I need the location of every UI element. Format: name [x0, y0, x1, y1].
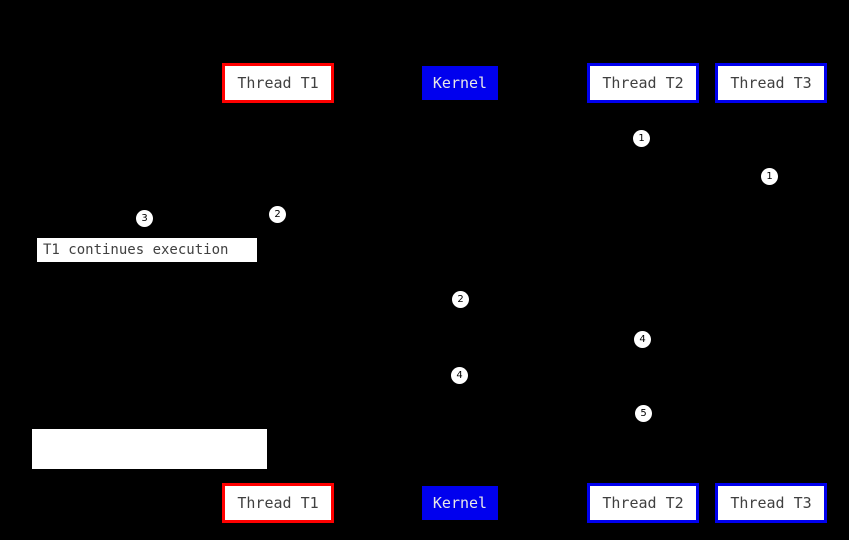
step-marker-3: 3 — [136, 210, 153, 227]
message-line-3 — [460, 359, 643, 360]
lifeline-thread-t1 — [277, 103, 279, 483]
step-marker-2: 1 — [761, 168, 778, 185]
step-number: 1 — [638, 132, 645, 144]
step-marker-1: 1 — [633, 130, 650, 147]
lifeline-thread-t3 — [769, 103, 771, 483]
lifeline-thread-t2 — [642, 103, 644, 483]
note-t1-continues-execution: T1 continues execution — [36, 237, 258, 263]
participant-footer-thread-t2[interactable]: Thread T2 — [587, 483, 699, 523]
message-line-1 — [278, 205, 460, 206]
participant-footer-label-thread-t1: Thread T1 — [237, 493, 319, 512]
step-marker-5: 2 — [452, 291, 469, 308]
message-line-2 — [460, 283, 643, 284]
participant-footer-kernel[interactable]: Kernel — [422, 486, 498, 520]
participant-footer-thread-t3[interactable]: Thread T3 — [715, 483, 827, 523]
participant-header-thread-t3[interactable]: Thread T3 — [715, 63, 827, 103]
participant-header-thread-t1[interactable]: Thread T1 — [222, 63, 334, 103]
participant-header-kernel[interactable]: Kernel — [422, 66, 498, 100]
participant-header-thread-t2[interactable]: Thread T2 — [587, 63, 699, 103]
step-number: 2 — [457, 293, 464, 305]
participant-footer-label-kernel: Kernel — [432, 493, 488, 512]
step-marker-7: 4 — [451, 367, 468, 384]
step-marker-6: 4 — [634, 331, 651, 348]
note-text-t1-continues: T1 continues execution — [43, 242, 229, 258]
step-number: 1 — [766, 170, 773, 182]
participant-label-thread-t2: Thread T2 — [602, 73, 684, 92]
participant-footer-thread-t1[interactable]: Thread T1 — [222, 483, 334, 523]
note-blank — [32, 429, 267, 469]
participant-footer-label-thread-t2: Thread T2 — [602, 493, 684, 512]
step-number: 3 — [141, 212, 148, 224]
participant-label-kernel: Kernel — [432, 73, 488, 92]
participant-label-thread-t1: Thread T1 — [237, 73, 319, 92]
step-number: 4 — [456, 369, 463, 381]
step-number: 2 — [274, 208, 281, 220]
message-line-4 — [643, 405, 770, 406]
participant-label-thread-t3: Thread T3 — [730, 73, 812, 92]
participant-footer-label-thread-t3: Thread T3 — [730, 493, 812, 512]
step-marker-4: 2 — [269, 206, 286, 223]
step-number: 4 — [639, 333, 646, 345]
step-marker-8: 5 — [635, 405, 652, 422]
step-number: 5 — [640, 407, 647, 419]
